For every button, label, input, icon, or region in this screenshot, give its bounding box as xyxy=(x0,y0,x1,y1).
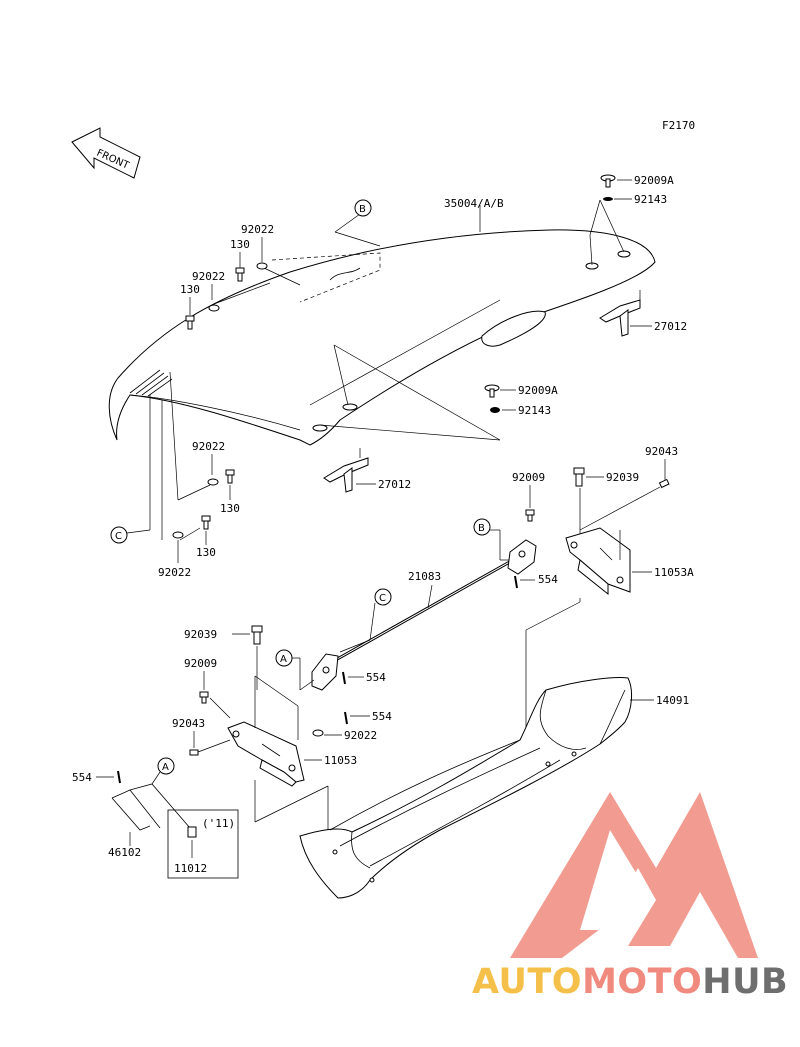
part-21083: 21083 xyxy=(408,570,441,583)
washer-92022-upper xyxy=(256,262,268,270)
bracket-11053A xyxy=(565,527,631,596)
callout-b-right: B xyxy=(473,518,491,536)
part-130-low1: 130 xyxy=(220,502,240,515)
part-554-bracket: 554 xyxy=(366,671,386,684)
svg-text:C: C xyxy=(115,531,122,542)
part-92043-left: 92043 xyxy=(172,717,205,730)
clip-92039-left xyxy=(251,625,263,645)
bolt-92043-right xyxy=(658,478,670,489)
clip-554-bracket xyxy=(342,671,346,685)
svg-text:B: B xyxy=(359,204,366,215)
washer-92143-top xyxy=(603,197,613,201)
part-27012-right: 27012 xyxy=(654,320,687,333)
rod-21083 xyxy=(311,539,537,691)
callout-c-rod: C xyxy=(374,588,392,606)
part-35004: 35004/A/B xyxy=(444,197,504,210)
callout-c-left: C xyxy=(110,526,151,544)
bolt-130-low1 xyxy=(225,469,235,484)
part-92039-left: 92039 xyxy=(184,628,217,641)
bolt-130-mid xyxy=(185,315,195,330)
watermark-part-hub: HUB xyxy=(702,962,789,1002)
cowl-mount-hole xyxy=(312,424,328,432)
cowl-mount-hole xyxy=(617,250,631,258)
part-92022-low2: 92022 xyxy=(158,566,191,579)
part-92022-mid: 92022 xyxy=(192,270,225,283)
part-92039-right: 92039 xyxy=(606,471,639,484)
seat-cowl-35004 xyxy=(108,229,656,446)
part-92022-bracket: 92022 xyxy=(344,729,377,742)
bolt-130-low2 xyxy=(201,515,211,530)
screw-92009A-mid xyxy=(484,384,500,398)
automotohub-watermark: AUTOMOTOHUB xyxy=(472,962,788,1002)
front-arrow-icon: FRONT xyxy=(71,127,141,179)
cowl-mount-hole xyxy=(342,403,358,411)
callout-a-stand: A xyxy=(157,757,175,775)
washer-92022-low2 xyxy=(172,531,184,539)
part-130-low2: 130 xyxy=(196,546,216,559)
part-92043-right: 92043 xyxy=(645,445,678,458)
cowl-grab-recess xyxy=(481,310,546,347)
screw-92009A-top xyxy=(600,174,616,188)
figure-code: F2170 xyxy=(662,119,695,132)
bolt-92043-left xyxy=(189,749,199,756)
bolt-130-upper xyxy=(235,267,245,282)
part-11012: 11012 xyxy=(174,862,207,875)
part-92143-mid: 92143 xyxy=(518,404,551,417)
part-14091: 14091 xyxy=(656,694,689,707)
part-554-low: 554 xyxy=(372,710,392,723)
part-92009-left: 92009 xyxy=(184,657,217,670)
cap-11012 xyxy=(187,826,197,838)
part-92022-upper: 92022 xyxy=(241,223,274,236)
svg-text:A: A xyxy=(280,654,287,665)
callout-b-top: B xyxy=(354,199,372,217)
automotohub-logo-icon xyxy=(510,792,758,958)
svg-text:A: A xyxy=(162,762,169,773)
under-tray-14091 xyxy=(299,677,633,899)
washer-92143-mid xyxy=(490,407,500,413)
clip-554-low xyxy=(344,711,348,725)
part-92009A-top: 92009A xyxy=(634,174,674,187)
part-27012-lower: 27012 xyxy=(378,478,411,491)
part-554-stand: 554 xyxy=(72,771,92,784)
part-46102: 46102 xyxy=(108,846,141,859)
part-year-note: ('11) xyxy=(202,817,235,830)
part-92009-right: 92009 xyxy=(512,471,545,484)
svg-text:B: B xyxy=(478,523,485,534)
part-11053A: 11053A xyxy=(654,566,694,579)
cowl-leader-lines xyxy=(149,199,625,541)
washer-92022-mid xyxy=(208,304,220,312)
bracket-27012-lower xyxy=(323,448,369,493)
callout-a-bracket: A xyxy=(275,649,293,667)
washer-92022-low1 xyxy=(207,478,219,486)
part-92022-low1: 92022 xyxy=(192,440,225,453)
part-554-rod: 554 xyxy=(538,573,558,586)
part-130-upper: 130 xyxy=(230,238,250,251)
clip-92039-right xyxy=(573,467,585,487)
clip-554-stand xyxy=(117,770,121,784)
bolt-92009-right xyxy=(525,509,535,522)
year-note-box xyxy=(167,809,239,879)
svg-text:C: C xyxy=(379,593,386,604)
bracket-11053 xyxy=(227,721,305,787)
watermark-part-auto: AUTO xyxy=(472,962,583,1002)
part-130-mid: 130 xyxy=(180,283,200,296)
bolt-92009-left xyxy=(199,691,209,704)
stand-46102 xyxy=(111,783,191,831)
washer-92022-bracket xyxy=(312,729,324,737)
watermark-part-moto: MOTO xyxy=(582,962,703,1002)
part-92009A-mid: 92009A xyxy=(518,384,558,397)
part-92143-top: 92143 xyxy=(634,193,667,206)
part-11053: 11053 xyxy=(324,754,357,767)
bracket-27012-right xyxy=(599,290,641,337)
cowl-vent-grille xyxy=(129,369,173,397)
clip-554-rod xyxy=(514,575,518,589)
